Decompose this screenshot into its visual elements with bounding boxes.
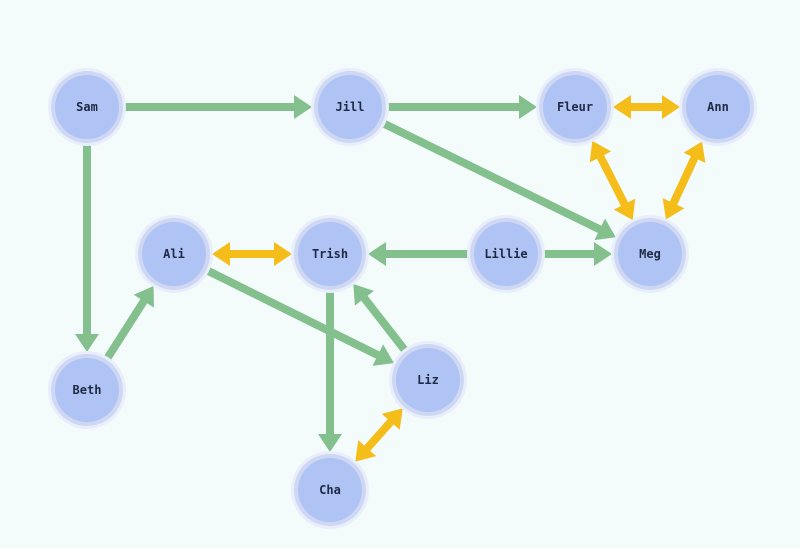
node-label: Trish	[312, 247, 348, 261]
node-label: Ann	[707, 100, 729, 114]
edge-trish-cha-arrowhead	[318, 434, 342, 452]
edge-ali-trish-arrowhead-start	[212, 242, 230, 266]
node-circle	[686, 75, 750, 139]
edge-fleur-meg	[595, 153, 630, 208]
edge-ali-trish-arrowhead	[274, 242, 292, 266]
edge-beth-ali	[104, 297, 149, 361]
node-label: Liz	[417, 373, 439, 387]
node-circle	[298, 458, 362, 522]
node-label: Meg	[639, 247, 661, 261]
edge-ann-meg-arrowhead-start	[683, 141, 706, 163]
node-cha[interactable]: Cha	[291, 451, 369, 529]
edge-lillie-trish-arrowhead	[368, 242, 386, 266]
node-circle	[396, 348, 460, 412]
node-sam[interactable]: Sam	[48, 68, 126, 146]
node-jill[interactable]: Jill	[311, 68, 389, 146]
node-label: Ali	[163, 247, 185, 261]
edge-jill-meg	[382, 120, 604, 234]
node-beth[interactable]: Beth	[48, 351, 126, 429]
edge-fleur-ann-arrowhead-start	[613, 95, 631, 119]
node-liz[interactable]: Liz	[389, 341, 467, 419]
edge-ali-liz	[206, 267, 382, 360]
node-label: Beth	[73, 383, 102, 397]
node-label: Sam	[76, 100, 98, 114]
node-circle	[618, 222, 682, 286]
edge-ann-meg-arrowhead	[662, 198, 685, 220]
node-circle	[298, 222, 362, 286]
edge-liz-cha	[362, 417, 396, 453]
node-label: Jill	[336, 100, 365, 114]
node-circle	[55, 75, 119, 139]
edge-liz-trish-arrowhead	[353, 283, 374, 306]
node-trish[interactable]: Trish	[291, 215, 369, 293]
edge-beth-ali-arrowhead	[133, 286, 154, 308]
node-fleur[interactable]: Fleur	[536, 68, 614, 146]
edge-ann-meg	[669, 154, 699, 207]
node-lillie[interactable]: Lillie	[467, 215, 545, 293]
edge-liz-cha-arrowhead-start	[381, 408, 403, 430]
node-ann[interactable]: Ann	[679, 68, 757, 146]
edge-jill-fleur-arrowhead	[519, 95, 537, 119]
edge-liz-cha-arrowhead	[355, 440, 377, 462]
node-label: Fleur	[557, 100, 593, 114]
edge-sam-jill-arrowhead	[294, 95, 312, 119]
node-circle	[55, 358, 119, 422]
node-ali[interactable]: Ali	[135, 215, 213, 293]
edge-fleur-ann-arrowhead	[662, 95, 680, 119]
node-circle	[543, 75, 607, 139]
edge-lillie-meg-arrowhead	[594, 242, 612, 266]
edges-layer	[75, 95, 706, 462]
edge-fleur-meg-arrowhead	[613, 198, 636, 221]
node-meg[interactable]: Meg	[611, 215, 689, 293]
node-circle	[142, 222, 206, 286]
node-circle	[474, 222, 538, 286]
node-label: Lillie	[484, 247, 527, 261]
node-circle	[318, 75, 382, 139]
edge-fleur-meg-arrowhead-start	[589, 140, 612, 163]
node-label: Cha	[319, 483, 341, 497]
edge-sam-beth-arrowhead	[75, 334, 99, 352]
edge-liz-trish	[359, 294, 408, 353]
edge-jill-meg-arrowhead	[594, 218, 616, 241]
edge-ali-liz-arrowhead	[372, 344, 394, 366]
